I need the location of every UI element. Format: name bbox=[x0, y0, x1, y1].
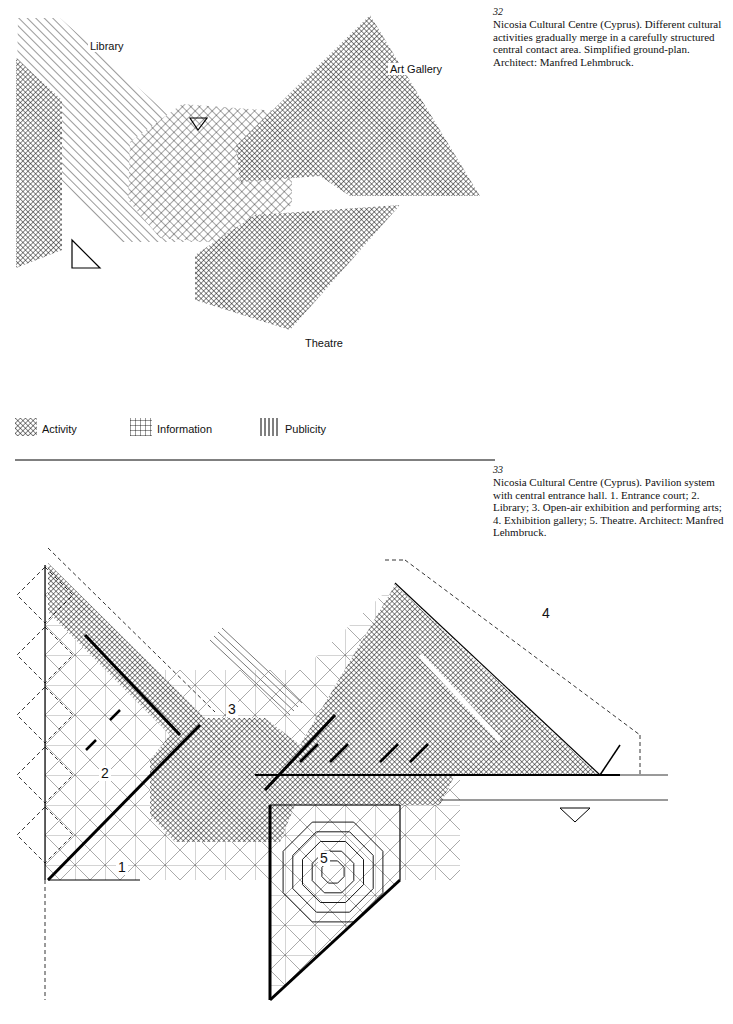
activity-zone bbox=[16, 58, 62, 268]
stair-marks bbox=[86, 710, 428, 762]
entrance-marker bbox=[190, 118, 207, 130]
entrance-marker bbox=[560, 808, 590, 822]
legend-swatch bbox=[130, 418, 152, 436]
region-label: Theatre bbox=[303, 337, 345, 349]
caption-text: Nicosia Cultural Centre (Cyprus). Pavili… bbox=[493, 476, 727, 539]
legend-text: Information bbox=[157, 423, 212, 435]
caption-text: Nicosia Cultural Centre (Cyprus). Differ… bbox=[493, 18, 727, 68]
separator-line bbox=[15, 460, 495, 461]
callout-number: 5 bbox=[318, 851, 330, 866]
figure-number: 32 bbox=[493, 6, 503, 17]
callout-number: 1 bbox=[116, 860, 128, 875]
entrance-marker bbox=[72, 240, 100, 268]
walls bbox=[45, 565, 668, 1000]
callout-number: 4 bbox=[540, 606, 552, 621]
activity-zone bbox=[236, 15, 480, 196]
theatre-seating bbox=[283, 822, 383, 922]
legend-swatch bbox=[258, 418, 280, 436]
legend-text: Publicity bbox=[285, 423, 326, 435]
seating-ring bbox=[283, 822, 383, 922]
callout-number: 2 bbox=[99, 766, 111, 781]
open-air-hatching bbox=[210, 628, 302, 715]
figure-number: 33 bbox=[493, 464, 503, 475]
legend-swatch bbox=[15, 418, 37, 436]
dashed-grid bbox=[17, 548, 640, 1000]
seating-ring bbox=[303, 842, 364, 903]
activity-zone bbox=[195, 205, 400, 330]
seating-ring bbox=[312, 851, 354, 893]
legend-text: Activity bbox=[42, 423, 77, 435]
callout-number: 3 bbox=[226, 702, 238, 717]
seating-ring bbox=[293, 832, 373, 912]
region-label: Library bbox=[88, 40, 126, 52]
region-label: Art Gallery bbox=[388, 63, 444, 75]
